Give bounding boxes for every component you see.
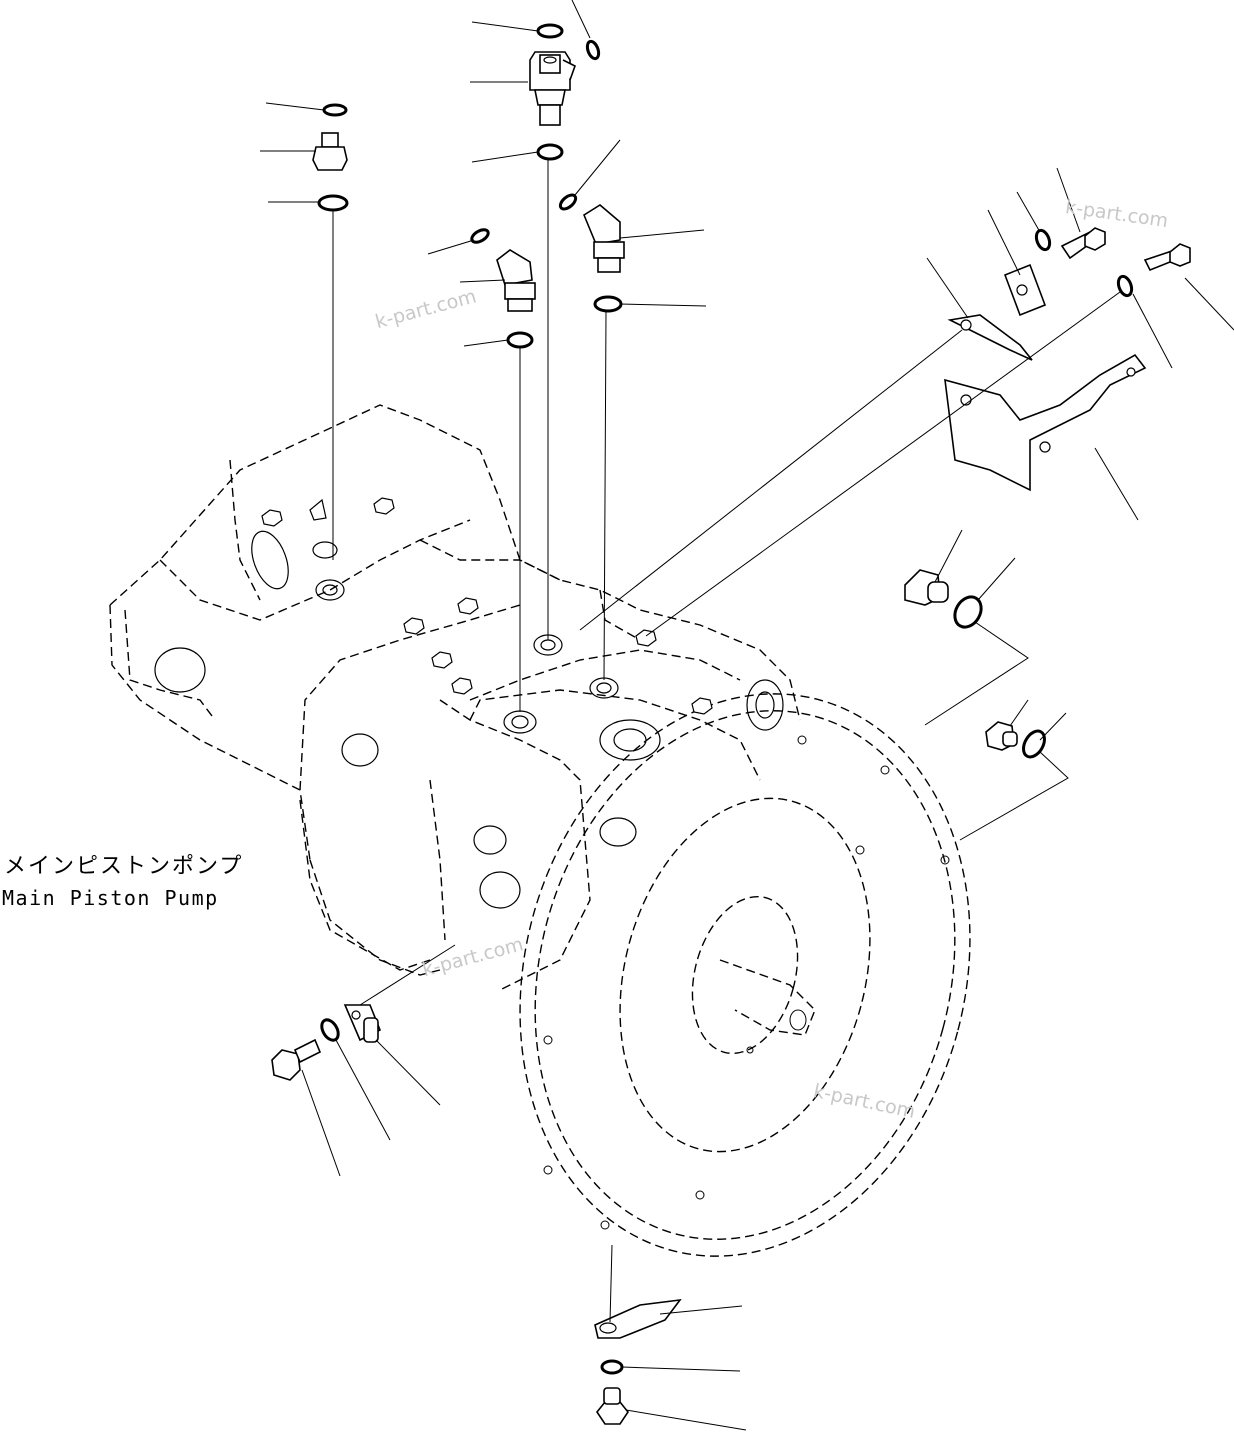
leader-lines bbox=[260, 0, 1234, 1431]
elbow-fitting-left bbox=[470, 228, 536, 349]
bracket-washer-bolt-bottom bbox=[594, 1298, 682, 1425]
diagram-title-english: Main Piston Pump bbox=[2, 886, 219, 910]
mounting-flange bbox=[519, 693, 971, 1257]
bolt-washer-clip-lower-left bbox=[271, 1004, 382, 1081]
main-piston-pump-body bbox=[109, 404, 801, 991]
plugs-right bbox=[904, 569, 1046, 759]
diagram-title-japanese: メインピストンポンプ bbox=[4, 854, 244, 879]
fitting-stack-left bbox=[312, 103, 349, 212]
fitting-stack-center bbox=[529, 23, 601, 161]
block-ports bbox=[154, 497, 784, 909]
bracket-assembly-top-right bbox=[944, 227, 1191, 492]
elbow-fitting-right bbox=[558, 193, 625, 313]
